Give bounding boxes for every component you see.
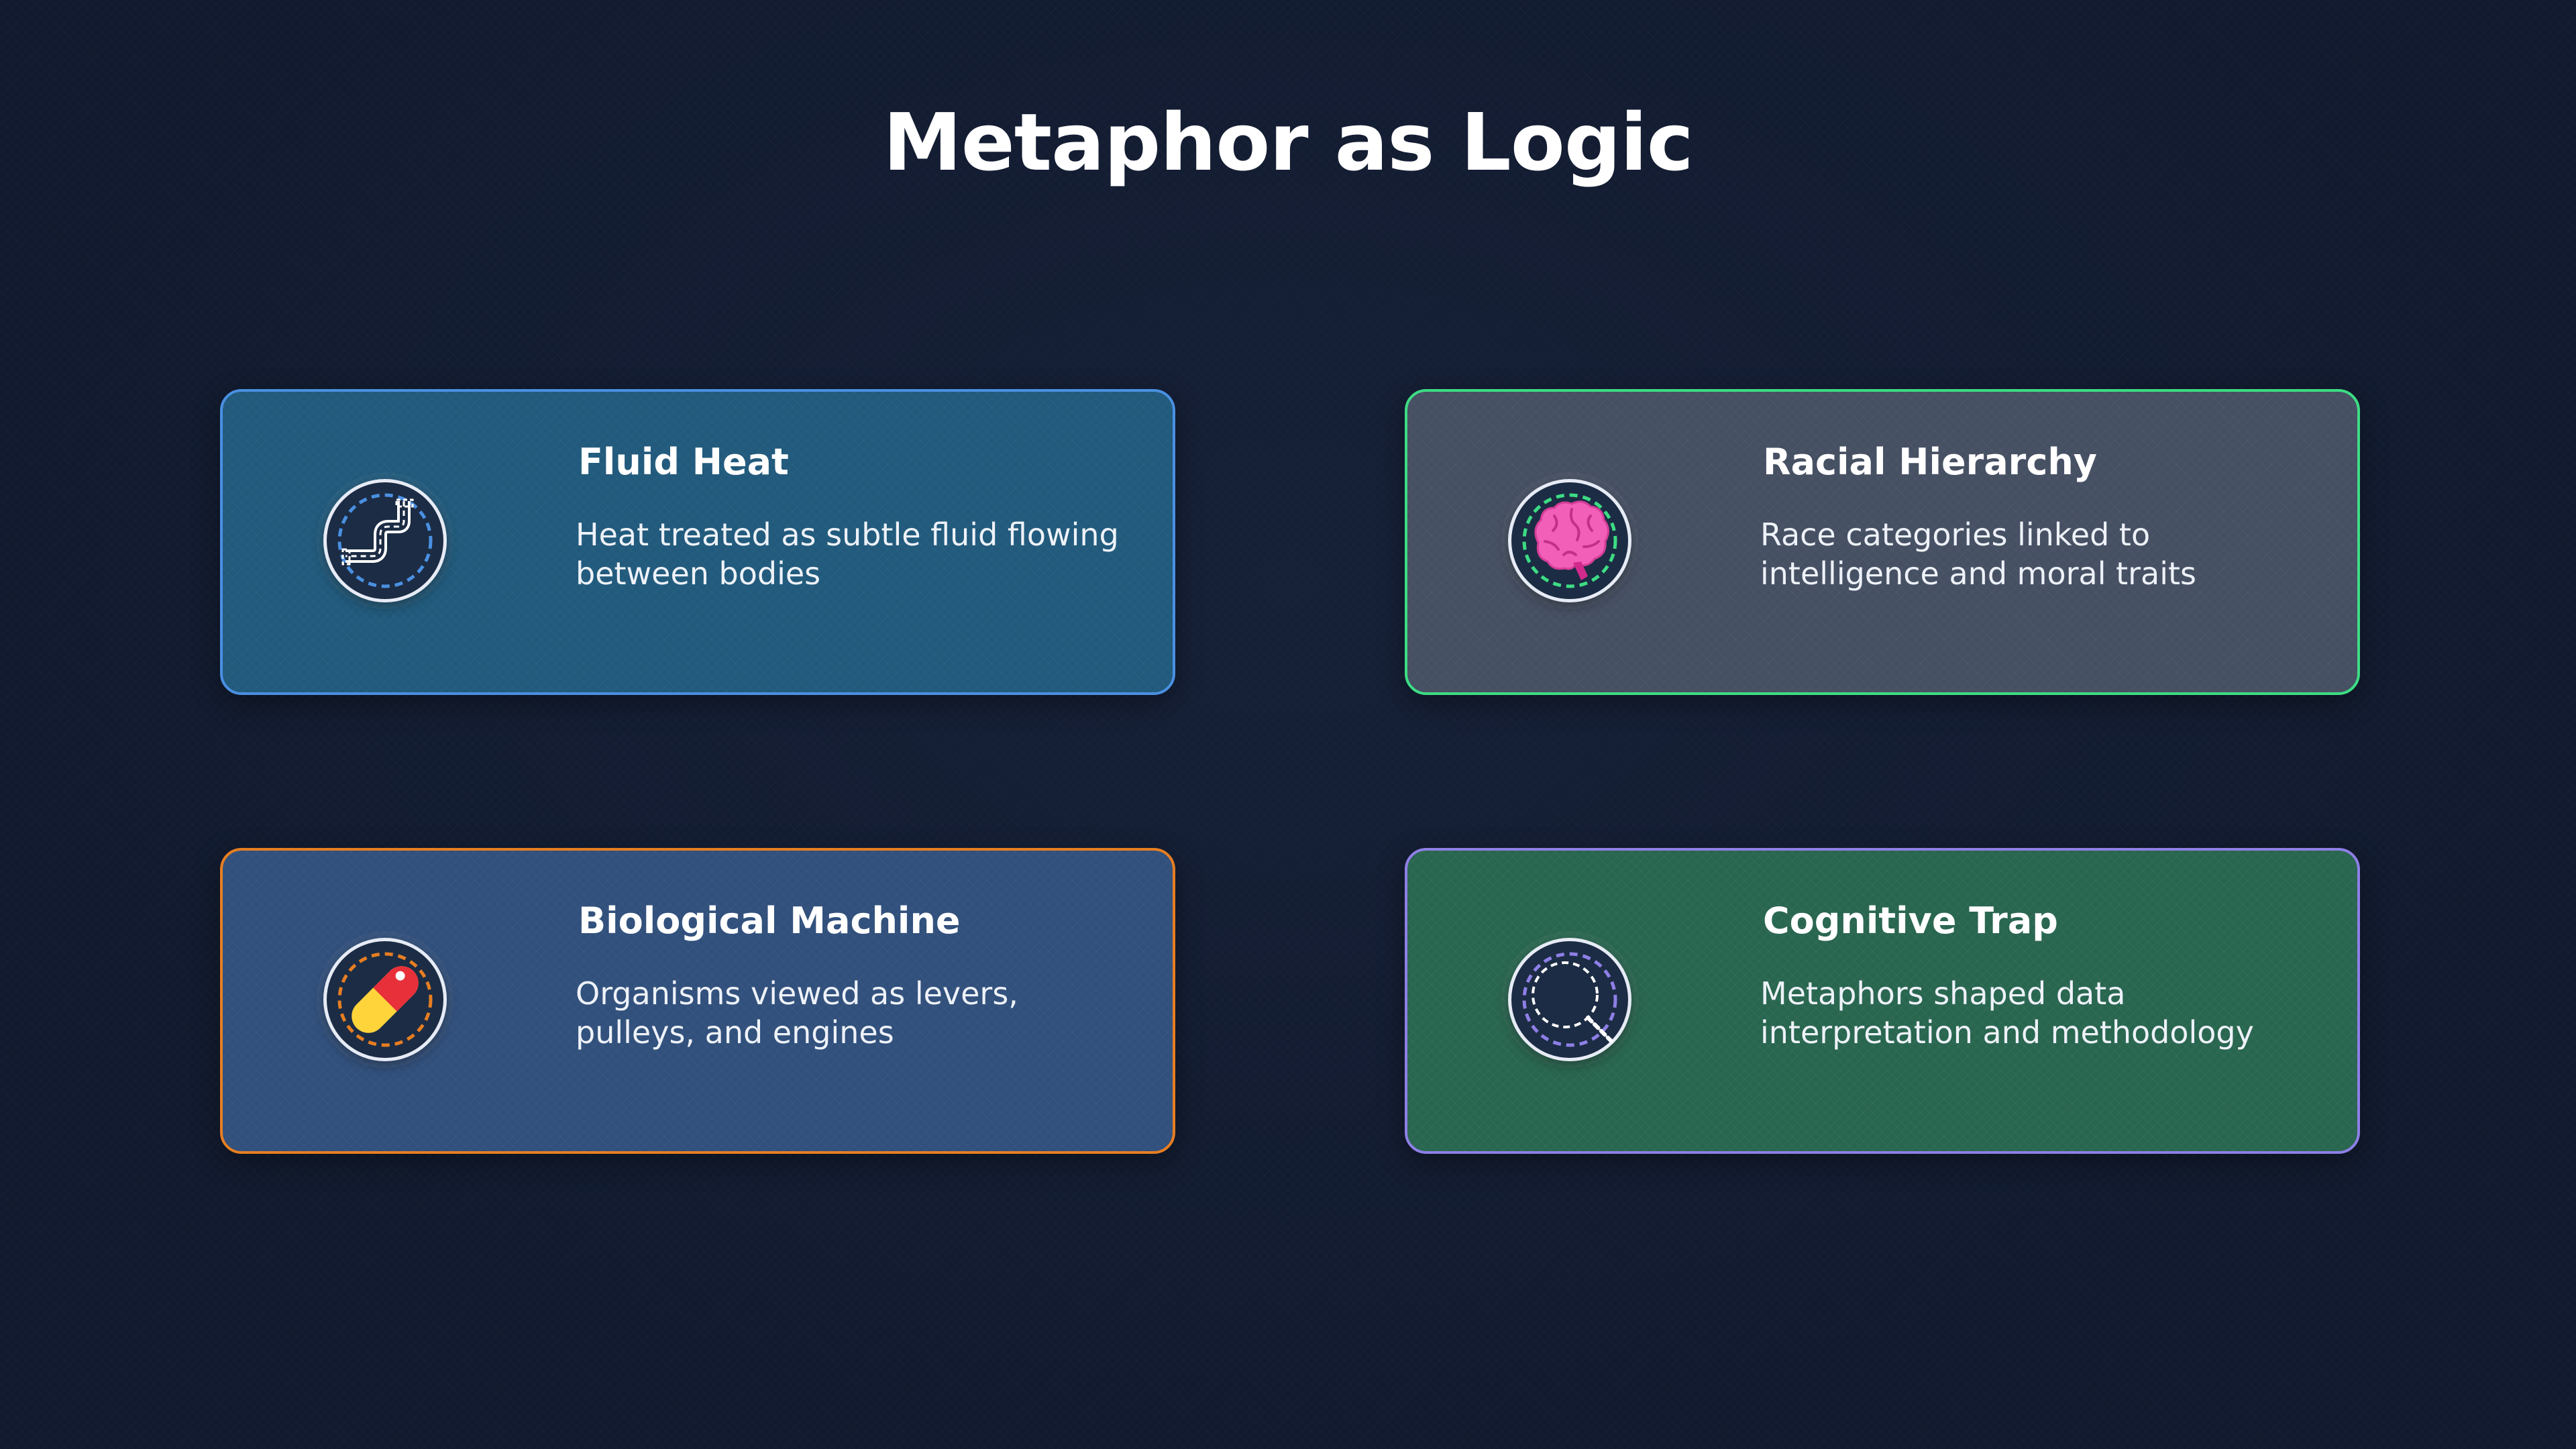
card-description: Heat treated as subtle fluid flowing bet…	[576, 517, 1119, 592]
card-title: Fluid Heat	[578, 441, 789, 483]
pill-icon	[323, 938, 447, 1061]
card-title: Racial Hierarchy	[1763, 441, 2097, 483]
card-title: Cognitive Trap	[1763, 900, 2058, 942]
brain-icon	[1508, 479, 1631, 602]
page-title: Metaphor as Logic	[883, 96, 1693, 189]
card-description: Race categories linked to intelligence a…	[1760, 517, 2197, 592]
magnifier-icon	[1508, 938, 1631, 1061]
card-biological-machine: Biological Machine Organisms viewed as l…	[220, 848, 1175, 1154]
card-racial-hierarchy: Racial Hierarchy Race categories linked …	[1405, 389, 2360, 695]
card-cognitive-trap: Cognitive Trap Metaphors shaped data int…	[1405, 848, 2360, 1154]
card-fluid-heat: Fluid Heat Heat treated as subtle fluid …	[220, 389, 1175, 695]
pipe-icon	[323, 479, 447, 602]
card-description: Metaphors shaped data interpretation and…	[1760, 975, 2254, 1051]
card-title: Biological Machine	[578, 900, 961, 942]
card-description: Organisms viewed as levers, pulleys, and…	[576, 975, 1018, 1051]
